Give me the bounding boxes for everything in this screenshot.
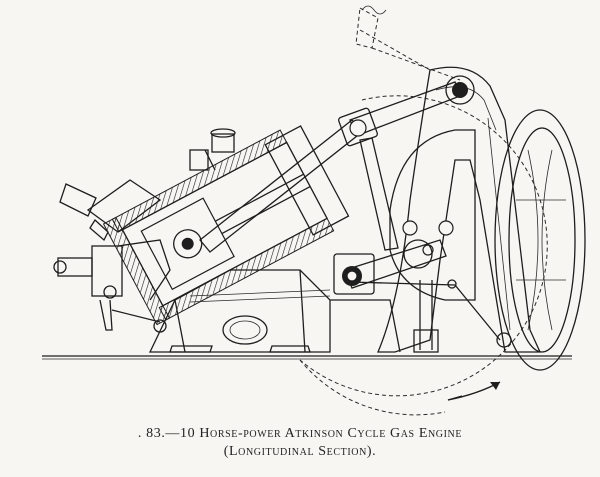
lower-links <box>189 280 439 353</box>
crank-path-circle <box>299 95 548 416</box>
caption-title: . 83.—10 Horse-power Atkinson Cycle Gas … <box>137 426 463 441</box>
valve-gear <box>53 239 171 333</box>
cylinder-section <box>102 125 350 326</box>
figure-caption: . 83.—10 Horse-power Atkinson Cycle Gas … <box>0 426 600 460</box>
engine-drawing <box>42 5 586 416</box>
rotation-arrow <box>447 381 501 401</box>
flywheel <box>494 109 586 371</box>
lever-ghost-position <box>355 5 461 81</box>
main-bearing-housing <box>389 129 476 301</box>
ground-line <box>42 355 572 360</box>
caption-subtitle: (Longitudinal Section). <box>223 444 377 459</box>
connecting-rods <box>199 81 501 341</box>
rod-end-bearings <box>333 75 512 348</box>
cylinder-head <box>59 128 236 242</box>
